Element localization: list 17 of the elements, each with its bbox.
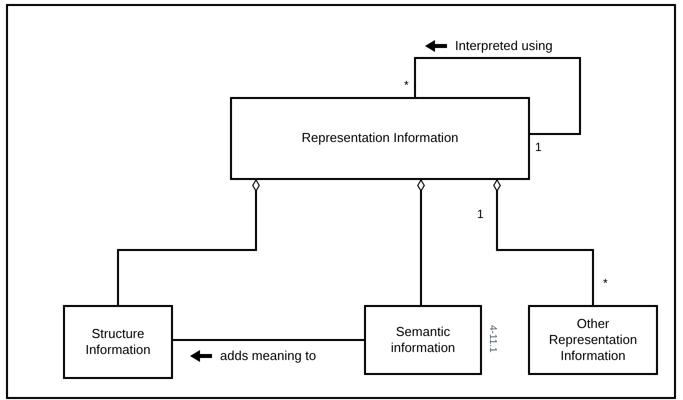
class-name: Representation Information — [302, 130, 458, 147]
multiplicity-label: * — [404, 77, 409, 94]
aggregation-connector — [493, 179, 594, 305]
aggregation-connector — [417, 179, 425, 305]
multiplicity-label: 1 — [535, 139, 542, 156]
connector — [173, 339, 364, 341]
class-name: Structure Information — [84, 326, 152, 358]
class-box — [528, 305, 658, 375]
connector — [414, 57, 581, 135]
multiplicity-label: * — [603, 275, 608, 292]
figure-number: 4-11.1 — [486, 325, 498, 353]
class-box — [230, 97, 530, 180]
class-box — [63, 305, 173, 379]
class-name: Semantic information — [390, 324, 456, 356]
class-name: Other Representation Information — [548, 316, 638, 364]
aggregation-connector — [117, 179, 260, 305]
multiplicity-label: 1 — [477, 206, 484, 223]
